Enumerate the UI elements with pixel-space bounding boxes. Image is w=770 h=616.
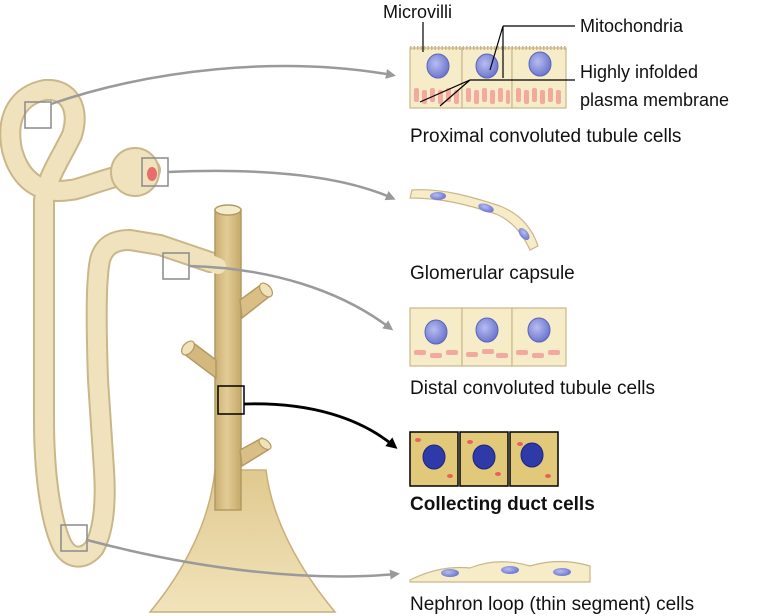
proximal-nucleus [528,51,552,77]
distal-mitochondria [414,349,560,358]
nephron-tubule [0,78,221,568]
loop-nucleus [441,569,459,577]
duct-trunk [214,209,242,511]
caption-proximal: Proximal convoluted tubule cells [410,126,681,147]
proximal-cells [409,22,575,109]
collecting-nucleus [472,444,496,470]
collecting-nucleus [422,444,446,470]
arrow-proximal [50,64,396,106]
glomerulus [147,167,157,181]
glomerular-nucleus [430,192,446,200]
duct-branch-lower-right [239,436,272,468]
label-mitochondria: Mitochondria [580,16,684,36]
label-infolded-line2: plasma membrane [580,90,729,110]
arrow-glomerular [167,169,396,201]
arrow-loop [86,538,400,580]
arrow-collecting [243,402,398,449]
box-loop [60,524,88,552]
arrows [50,64,400,580]
label-infolded-line1: Highly infolded [580,62,698,82]
distal-cells [409,307,567,367]
glomerular-nucleus [518,228,530,240]
box-proximal [24,101,52,129]
caption-distal: Distal convoluted tubule cells [410,378,655,399]
distal-nucleus [527,317,551,343]
box-collecting [217,385,245,415]
nephron-tubule-body [1,80,219,566]
proximal-leader-lines [419,22,575,107]
caption-collecting: Collecting duct cells [410,494,595,515]
collecting-duct [148,204,337,613]
glomerular-cell-strip [409,189,539,251]
distal-nucleus [424,319,448,345]
label-microvilli: Microvilli [383,2,452,22]
caption-glomerular: Glomerular capsule [410,263,575,284]
duct-base [148,469,337,613]
loop-nucleus [501,566,519,574]
loop-nucleus [553,568,571,576]
caption-loop: Nephron loop (thin segment) cells [410,594,694,615]
arrow-distal [188,264,394,331]
glomerular-cells [409,189,539,251]
glomerular-nucleus [478,203,494,213]
proximal-nucleus [426,53,450,79]
loop-cell-strip [409,560,591,583]
proximal-mitochondria [414,88,561,104]
distal-nucleus [475,317,499,343]
duct-opening [214,204,242,216]
duct-branch-left [180,340,217,380]
proximal-nucleus [475,53,499,79]
collecting-cells [409,431,559,487]
loop-cells [409,560,591,583]
collecting-nucleus [520,442,544,468]
connecting-tubule [190,250,226,274]
glomerular-capsule-bulb [110,147,160,197]
duct-branch-upper-right [239,282,274,320]
collecting-organelles [415,438,551,478]
